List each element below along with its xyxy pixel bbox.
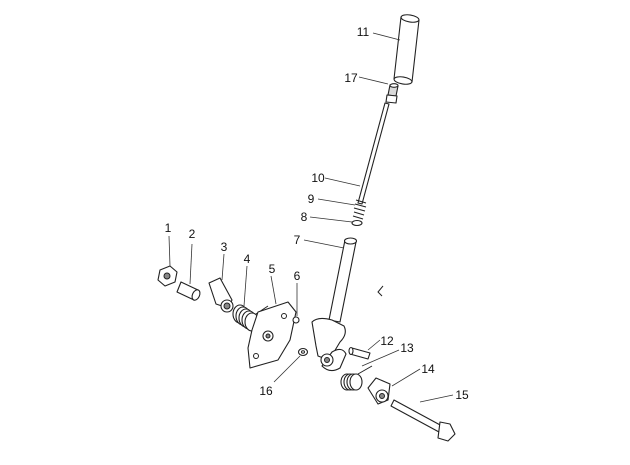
part-8-washer: [351, 219, 363, 227]
leader-lines: [168, 32, 454, 403]
part-13-spring: [340, 365, 373, 391]
part-2-spacer: [176, 281, 201, 301]
callout-9: 9: [308, 192, 315, 206]
callout-16: 16: [259, 384, 273, 398]
callout-4: 4: [244, 252, 251, 266]
part-6-washer: [292, 316, 300, 324]
callout-8: 8: [301, 210, 308, 224]
callout-10: 10: [311, 171, 325, 185]
part-10-rod: [357, 102, 390, 205]
callout-5: 5: [269, 262, 276, 276]
part-7-shift-tube: [328, 237, 358, 323]
callout-15: 15: [455, 388, 469, 402]
callout-6: 6: [294, 269, 301, 283]
part-9-spring: [352, 199, 367, 220]
callout-13: 13: [400, 341, 414, 355]
part-1-nut: [157, 265, 178, 287]
callout-labels: 1 2 3 4 5 6 7 8 9 10 11 12 13 14 15 16 1…: [165, 25, 469, 402]
callout-12: 12: [380, 334, 394, 348]
shift-lever-base: [311, 285, 384, 372]
part-5-bracket-plate: [247, 301, 297, 369]
part-3-bushing: [208, 277, 234, 313]
callout-7: 7: [294, 233, 301, 247]
callout-17: 17: [344, 71, 358, 85]
part-17-insert: [385, 83, 399, 104]
part-14-bushing: [367, 377, 391, 405]
callout-1: 1: [165, 221, 172, 235]
part-15-bolt: [390, 399, 456, 442]
part-12-pin: [348, 346, 371, 360]
part-11-grip-sleeve: [393, 14, 420, 85]
callout-11: 11: [357, 25, 370, 39]
callout-14: 14: [421, 362, 435, 376]
callout-2: 2: [189, 227, 196, 241]
callout-3: 3: [221, 240, 228, 254]
part-16-washer: [297, 347, 309, 357]
